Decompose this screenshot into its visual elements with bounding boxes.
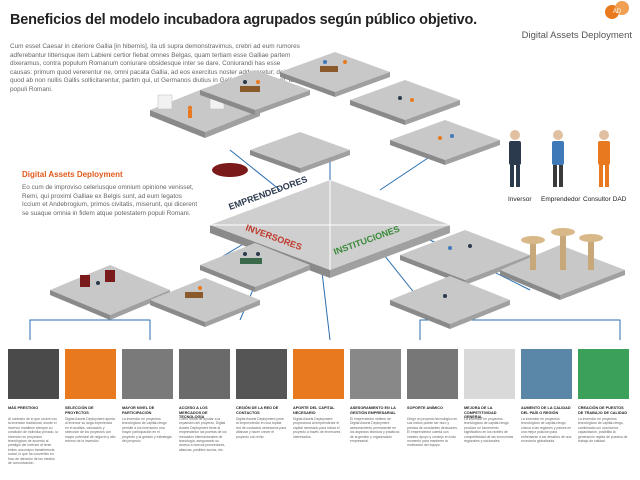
card-title: MAYOR NIVEL DE PARTICIPACIÓN [122, 406, 155, 415]
legend-label-emprendedor: Emprendedor [541, 196, 581, 203]
benefit-cards: MÁS PRESTIGIO Al contrario de lo que ocu… [8, 349, 632, 475]
card-image [179, 349, 230, 399]
card-text: La inversión en proyectos tecnológicos d… [521, 417, 572, 444]
card-text: Al contrario de lo que ocurre con la inv… [8, 417, 58, 466]
benefit-card: APORTE DEL CAPITAL NECESARIO Digital Ass… [293, 349, 344, 475]
card-text: La inversión en proyectos tecnológicos d… [122, 417, 172, 444]
legend-label-inversor: Inversor [508, 196, 532, 203]
card-title: ACCESO A LOS MERCADOS DE TECNOLOGÍA [179, 406, 208, 420]
benefit-card: MEJORA DE LA COMPETITIVIDAD GENERAL La i… [464, 349, 515, 475]
benefit-card: CREACIÓN DE PUESTOS DE TRABAJO DE CALIDA… [578, 349, 629, 475]
card-image [578, 349, 629, 399]
card-title: SOPORTE ANÍMICO [407, 406, 443, 410]
platform-investors-2 [150, 278, 260, 327]
card-text: Digital Assets Deployment proporciona al… [293, 417, 341, 439]
card-image [236, 349, 287, 399]
card-image [464, 349, 515, 399]
legend-figure-emprendedor [552, 130, 564, 187]
intro-paragraph: Cum esset Caesar in citeriore Gallia [in… [10, 43, 300, 93]
benefit-card: CESIÓN DE LA RED DE CONTACTOS Digital As… [236, 349, 287, 475]
platform-institutions-2 [390, 276, 510, 329]
card-image [521, 349, 572, 399]
card-text: Dirigir un proyecto tecnológico en sus i… [407, 417, 458, 448]
connector-line [29, 319, 151, 340]
dad-heading: Digital Assets Deployment [22, 170, 123, 179]
card-title: CREACIÓN DE PUESTOS DE TRABAJO DE CALIDA… [578, 406, 628, 415]
legend-figure-consultor [598, 130, 610, 187]
brand-logo: AD [605, 1, 629, 19]
platform-entrepreneurs-5 [212, 132, 350, 177]
legend-label-consultor: Consultor DAD [583, 196, 627, 203]
card-image [65, 349, 116, 399]
platform-investors-3 [200, 243, 310, 292]
card-image [407, 349, 458, 399]
benefit-card: AUMENTO DE LA CALIDAD DEL PAÍS O REGIÓN … [521, 349, 572, 475]
card-title: SELECCIÓN DE PROYECTOS [65, 406, 94, 415]
connector-line [229, 149, 281, 191]
card-text: Digital Assets Deployment aporta al inve… [65, 417, 116, 444]
card-title: MÁS PRESTIGIO [8, 406, 39, 410]
dad-paragraph: Eo cum de improviso celeriusque omnium o… [22, 184, 198, 217]
brand-name: Digital Assets Deployment [521, 30, 632, 41]
card-image [350, 349, 401, 399]
platform-entrepreneurs-6 [390, 120, 500, 165]
benefit-card: ACCESO A LOS MERCADOS DE TECNOLOGÍA Como… [179, 349, 230, 475]
card-text: Como forma de ayudar a la expansión del … [179, 417, 227, 452]
card-image [293, 349, 344, 399]
card-title: APORTE DEL CAPITAL NECESARIO [293, 406, 335, 415]
platform-institutions-3 [500, 228, 625, 300]
benefit-card: SELECCIÓN DE PROYECTOS Digital Assets De… [65, 349, 116, 475]
benefit-card: MÁS PRESTIGIO Al contrario de lo que ocu… [8, 349, 59, 475]
card-title: ASESORAMIENTO EN LA GESTIÓN EMPRESARIAL [350, 406, 396, 415]
platform-entrepreneurs-2 [200, 70, 310, 115]
platform-entrepreneurs-4 [350, 80, 460, 125]
card-image [8, 349, 59, 399]
benefit-card: SOPORTE ANÍMICO Dirigir un proyecto tecn… [407, 349, 458, 475]
card-title: MEJORA DE LA COMPETITIVIDAD GENERAL [464, 406, 497, 420]
card-text: Digital Assets Deployment pone al empren… [236, 417, 287, 439]
card-text: La inversión en proyectos tecnológicos d… [578, 417, 628, 444]
incubator-diagram: EMPRENDEDORES INVERSORES INSTITUCIONES [29, 52, 627, 341]
platform-institutions-1 [400, 230, 530, 285]
card-title: CESIÓN DE LA RED DE CONTACTOS [236, 406, 279, 415]
card-image [122, 349, 173, 399]
legend-figure-inversor [509, 130, 521, 187]
platform-entrepreneurs-3 [280, 52, 390, 97]
benefit-card: ASESORAMIENTO EN LA GESTIÓN EMPRESARIAL … [350, 349, 401, 475]
benefit-card: MAYOR NIVEL DE PARTICIPACIÓN La inversió… [122, 349, 173, 475]
connector-line [419, 319, 621, 340]
card-text: La inversión en proyectos tecnológicos d… [464, 417, 514, 444]
brand-logo-text: AD [613, 9, 622, 15]
card-title: AUMENTO DE LA CALIDAD DEL PAÍS O REGIÓN [521, 406, 571, 415]
card-text: El emprendedor obtiene de Digital Assets… [350, 417, 400, 444]
platform-investors-1 [50, 265, 170, 320]
page-title: Beneficios del modelo incubadora agrupad… [10, 12, 477, 28]
